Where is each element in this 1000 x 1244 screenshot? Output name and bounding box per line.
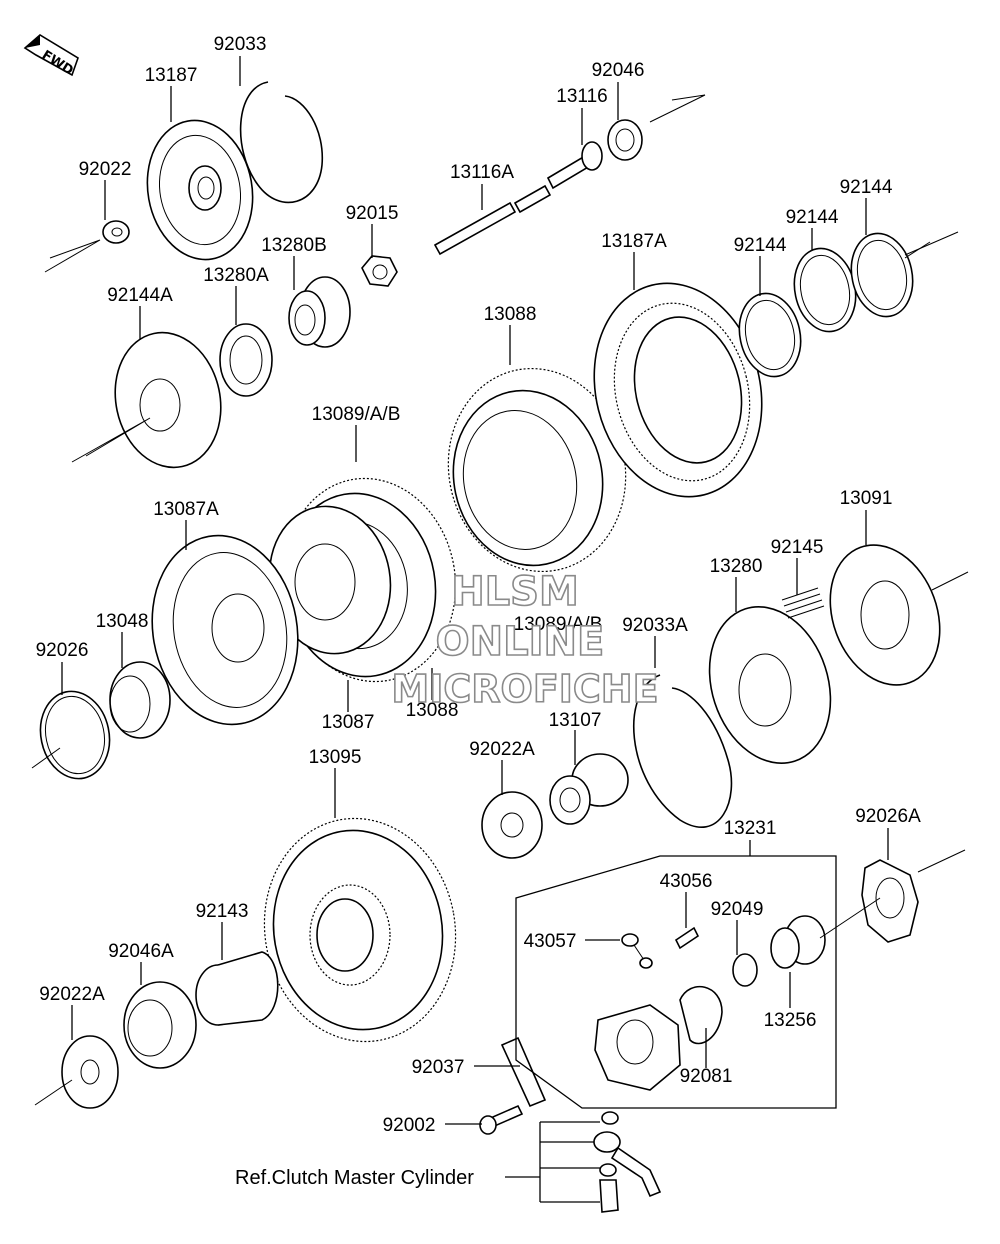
- label-13280: 13280: [710, 556, 763, 577]
- label-92144-a: 92144: [734, 235, 787, 256]
- label-13087A: 13087A: [153, 499, 219, 520]
- part-92026: [39, 690, 111, 780]
- label-13280A: 13280A: [203, 265, 269, 286]
- part-banjo-fittings: [593, 1111, 662, 1213]
- part-13089-stack: [268, 477, 457, 683]
- part-92033A: [633, 674, 733, 828]
- label-13095: 13095: [309, 747, 362, 768]
- label-92002: 92002: [383, 1115, 436, 1136]
- label-92081: 92081: [680, 1066, 733, 1087]
- label-92026A: 92026A: [855, 806, 921, 827]
- label-43056: 43056: [660, 871, 713, 892]
- label-92145: 92145: [771, 537, 824, 558]
- label-13087: 13087: [322, 712, 375, 733]
- part-92145: [781, 587, 825, 619]
- part-13280B: [288, 276, 351, 348]
- part-92015: [361, 255, 398, 287]
- part-13091: [829, 544, 941, 686]
- part-13280: [708, 606, 832, 764]
- part-92049: [732, 953, 758, 987]
- part-13087A: [151, 534, 299, 726]
- label-92026: 92026: [36, 640, 89, 661]
- label-13187: 13187: [145, 65, 198, 86]
- part-43057: [621, 933, 653, 969]
- label-92046A: 92046A: [108, 941, 174, 962]
- watermark-line2: ONLINE: [436, 619, 605, 665]
- label-13116A: 13116A: [450, 162, 514, 183]
- label-92143: 92143: [196, 901, 249, 922]
- part-92022A-mid: [481, 791, 543, 859]
- ref-clutch-master-cylinder: Ref.Clutch Master Cylinder: [235, 1167, 474, 1189]
- part-13187A: [593, 282, 763, 498]
- part-92046A: [123, 981, 197, 1069]
- part-92033: [239, 81, 324, 204]
- label-13107: 13107: [549, 710, 602, 731]
- label-92033A: 92033A: [622, 615, 688, 636]
- part-43056: [674, 926, 700, 950]
- watermark: HLSM ONLINE MICROFICHE: [391, 568, 660, 712]
- part-13088-top: [447, 367, 627, 573]
- label-13231: 13231: [724, 818, 777, 839]
- label-13256: 13256: [764, 1010, 817, 1031]
- part-92002: [479, 1104, 524, 1135]
- label-92022A-bot: 92022A: [39, 984, 105, 1005]
- fwd-logo: FWD: [23, 34, 79, 79]
- label-92144-c: 92144: [840, 177, 893, 198]
- part-13095: [263, 817, 457, 1043]
- label-92046: 92046: [592, 60, 645, 81]
- label-92037: 92037: [412, 1057, 465, 1078]
- part-13116A: [433, 184, 552, 256]
- watermark-line3: MICROFICHE: [391, 667, 658, 711]
- label-13088-top: 13088: [484, 304, 537, 325]
- leader-lines: [61, 56, 889, 1203]
- part-92022A-bot: [61, 1035, 119, 1109]
- part-92144A: [114, 331, 222, 469]
- part-13107: [549, 753, 629, 825]
- part-92143: [195, 951, 279, 1026]
- label-92033: 92033: [214, 34, 267, 55]
- label-92049: 92049: [711, 899, 764, 920]
- part-labels: 92033 13187 92046 13116 92022 13116A 920…: [36, 34, 921, 1189]
- part-92022: [102, 220, 130, 244]
- part-13256: [770, 915, 826, 969]
- label-13088-bot: 13088: [406, 700, 459, 721]
- label-92015: 92015: [346, 203, 399, 224]
- part-92081: [679, 985, 723, 1045]
- part-92037: [500, 1036, 547, 1108]
- label-92144-b: 92144: [786, 207, 839, 228]
- label-13089-top: 13089/A/B: [312, 404, 401, 425]
- part-92026A: [861, 859, 919, 943]
- label-92144A: 92144A: [107, 285, 173, 306]
- part-13048: [109, 661, 171, 739]
- label-13280B: 13280B: [261, 235, 327, 256]
- label-13048: 13048: [96, 611, 149, 632]
- part-13116: [546, 141, 603, 190]
- axis-lines: [31, 94, 969, 1106]
- label-13091: 13091: [840, 488, 893, 509]
- part-92046: [607, 119, 643, 161]
- label-13089-mid: 13089/A/B: [514, 614, 603, 635]
- part-slave-cylinder-body: [594, 1004, 681, 1091]
- label-92022: 92022: [79, 159, 132, 180]
- label-13187A: 13187A: [601, 231, 667, 252]
- part-13187: [146, 119, 254, 261]
- label-92022A-mid: 92022A: [469, 739, 535, 760]
- part-92144-shims: [738, 232, 914, 378]
- label-13116: 13116: [556, 86, 607, 107]
- watermark-line1: HLSM: [451, 569, 579, 615]
- label-43057: 43057: [524, 931, 577, 952]
- part-13280A: [219, 323, 273, 397]
